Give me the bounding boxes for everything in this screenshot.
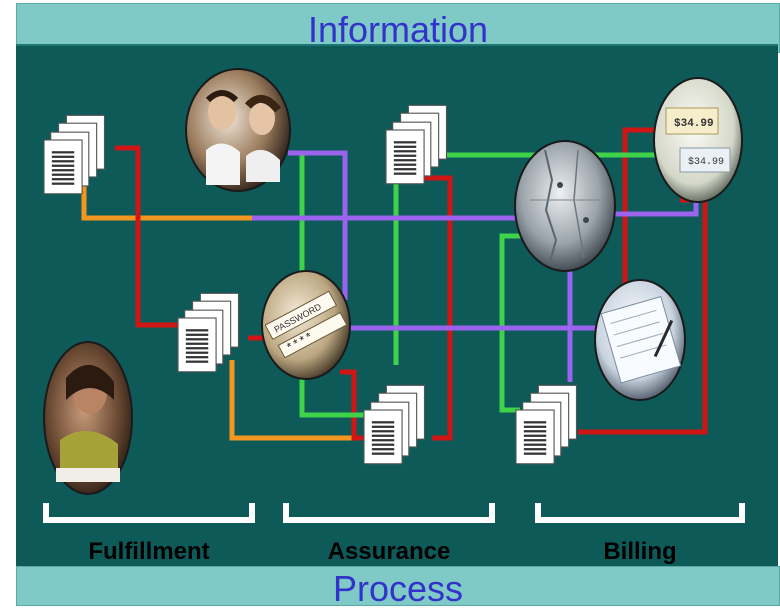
orange-line	[229, 360, 362, 441]
price-tags-photo: $34.99 $34.99	[653, 77, 743, 203]
red-line	[115, 145, 182, 328]
billing-form-photo	[594, 279, 686, 401]
call-center-agents-photo	[185, 68, 291, 192]
orange-line	[81, 180, 300, 221]
stressed-woman-photo	[43, 341, 133, 495]
billing-bracket	[535, 503, 745, 523]
fulfillment-bracket	[43, 503, 255, 523]
connection-lines	[81, 122, 708, 441]
assurance-label: Assurance	[327, 538, 451, 565]
document-stack	[364, 385, 424, 463]
red-line	[422, 175, 453, 441]
document-stack	[516, 385, 576, 463]
red-line	[340, 369, 366, 441]
price-tag-text-1: $34.99	[674, 118, 714, 130]
price-tag-text-2: $34.99	[688, 156, 724, 168]
network-map-photo	[514, 140, 616, 272]
green-line	[499, 233, 530, 413]
billing-label: Billing	[603, 538, 677, 565]
information-title: Information	[307, 9, 489, 50]
fulfillment-label: Fulfillment	[88, 538, 210, 565]
process-band: Process	[16, 566, 780, 609]
purple-line	[288, 150, 348, 300]
document-stack	[44, 115, 104, 193]
password-field-photo: **** PASSWORD	[261, 270, 351, 380]
assurance-bracket	[283, 503, 495, 523]
document-stack	[178, 293, 238, 371]
process-title: Process	[332, 568, 464, 609]
red-line	[622, 127, 658, 284]
document-stack	[386, 105, 446, 183]
